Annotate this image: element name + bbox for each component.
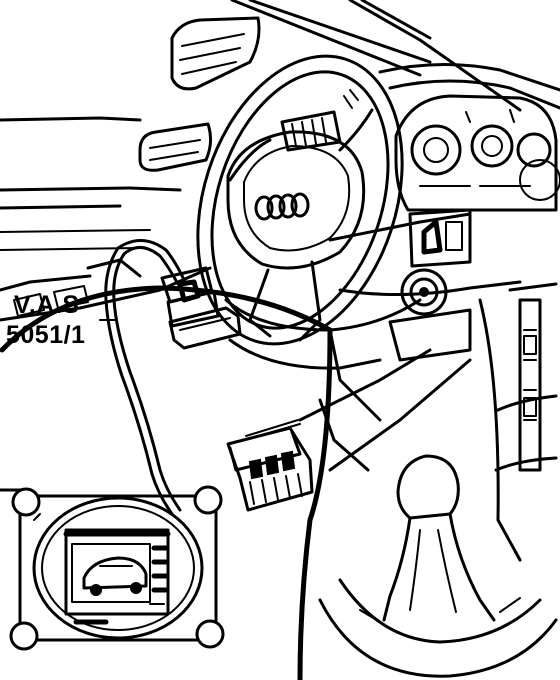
door-panel (0, 116, 212, 322)
tool-number-label: 5051/1 (6, 321, 86, 349)
steering-wheel (196, 54, 404, 346)
diagnostic-plug (160, 266, 242, 350)
instrument-cluster (394, 94, 560, 212)
center-controls (388, 208, 558, 562)
left-air-vents (138, 16, 261, 172)
tool-name-label: V.A.S (14, 291, 80, 319)
airbag-logo (254, 192, 310, 221)
detail-arc (0, 285, 333, 680)
diagnostic-tester (0, 485, 225, 651)
gear-lever (318, 454, 558, 678)
obd-socket (226, 419, 314, 512)
windshield-pillar (230, 0, 522, 112)
diagnostic-cable (99, 239, 188, 516)
dashboard (298, 63, 560, 472)
